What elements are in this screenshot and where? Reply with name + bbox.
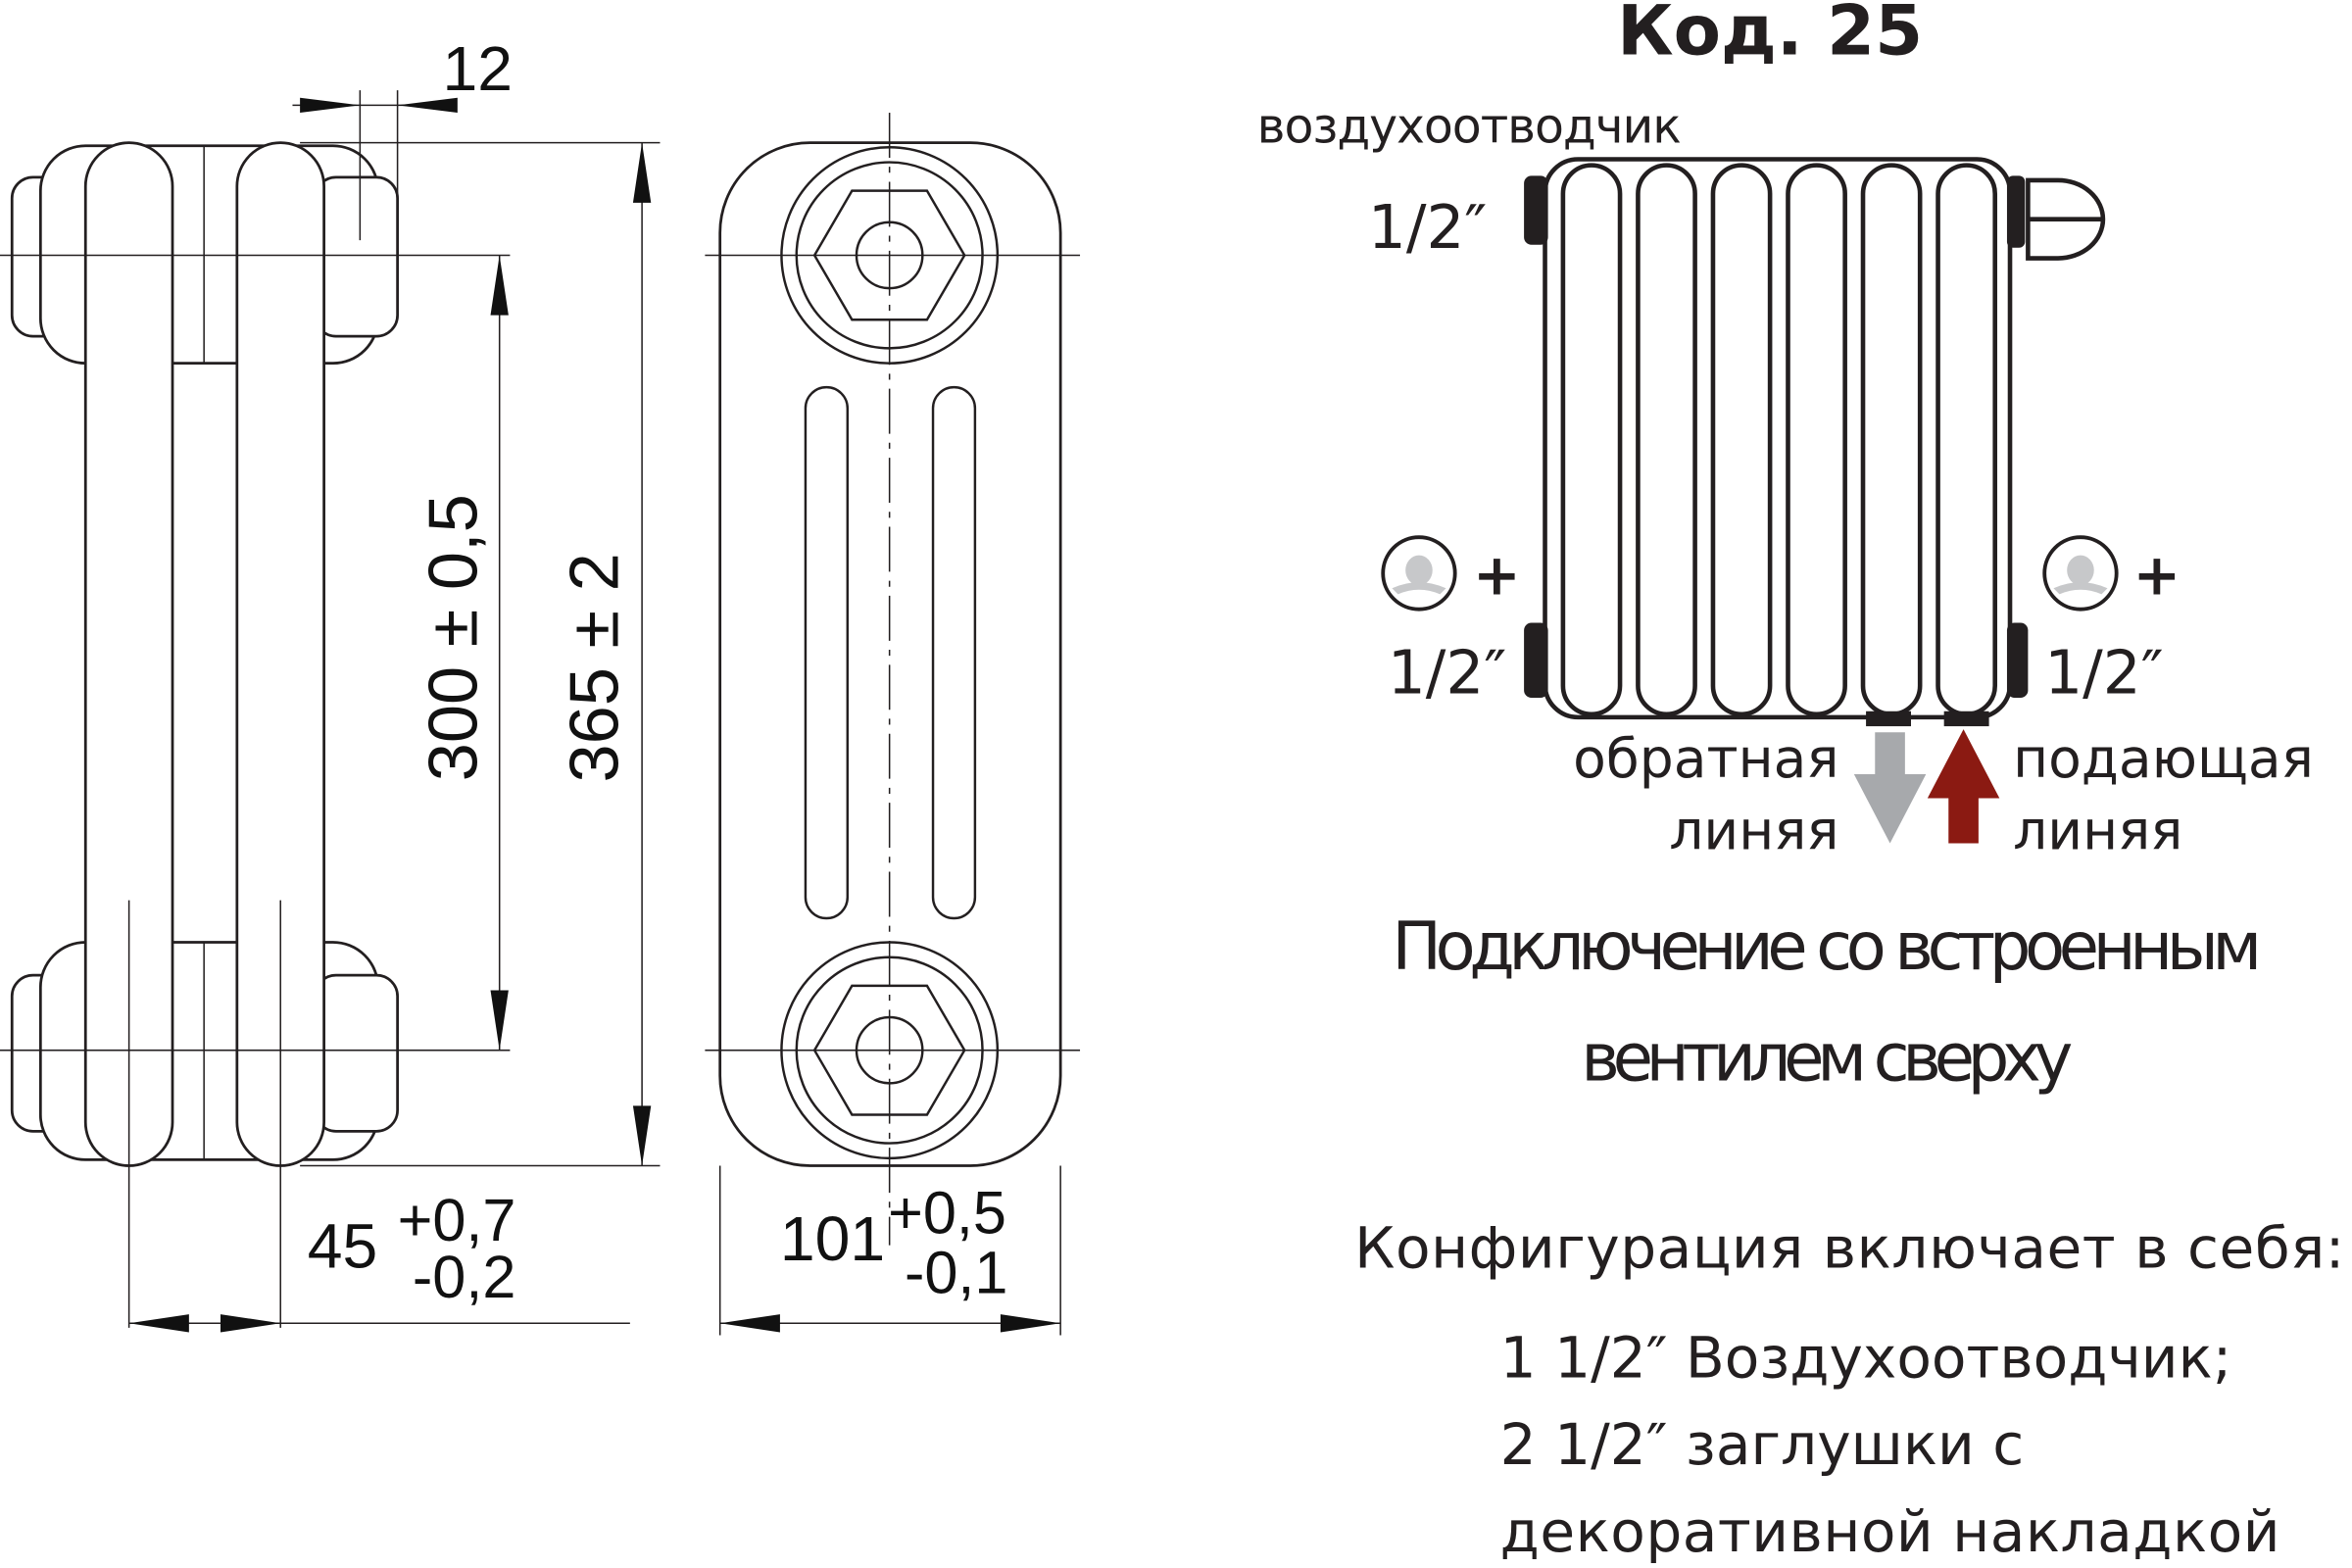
front-view: 101 +0,5 -0,1 [705,113,1081,1336]
return-line-label-1: обратная [1573,727,1838,790]
return-arrow-icon [1853,732,1927,844]
dim-depth-base: 101 [780,1203,885,1274]
config-item-2: 2 1/2″ заглушки с [1500,1411,2025,1478]
side-view: 12 300 ± 0,5 365 ± 2 45 +0,7 -0,2 [0,33,661,1333]
thread-bottom-left: 1/2″ [1388,638,1506,708]
supply-arrow-icon [1927,729,2000,844]
air-vent-label: воздухоотводчик [1257,99,1682,155]
dim-width-tol-minus: -0,2 [413,1244,515,1310]
radiator-columns [1560,163,1998,717]
return-line-label-2: линяя [1669,800,1838,862]
plug-icon-left [1381,535,1457,612]
dim-width-tol-plus: +0,7 [398,1187,516,1253]
config-item-1: 1 1/2″ Воздухоотводчик; [1500,1324,2232,1391]
plug-icon-right [2042,535,2119,612]
dim-center-label: 300 ± 0,5 [415,494,492,781]
plus-right: + [2133,541,2181,608]
radiator-icon [1524,157,2106,727]
dim-width-base: 45 [308,1211,377,1282]
caption-line-2: вентилем сверху [1581,1018,2073,1096]
thread-bottom-right: 1/2″ [2044,638,2163,708]
thread-top-left: 1/2″ [1368,193,1487,263]
connection-diagram: Код. 25 воздухоотводчик 1/2″ 1/2″ 1/ [1257,0,2345,1565]
caption-line-1: Подключение со встроенным [1392,907,2262,985]
dim-gap-label: 12 [443,33,513,104]
config-heading: Конфигурация включает в себя: [1354,1215,2344,1282]
supply-line-label-2: линяя [2013,800,2182,862]
connection-title: Код. 25 [1617,0,1923,71]
plus-left: + [1473,541,1521,608]
config-item-3: декоративной накладкой [1500,1498,2280,1565]
supply-line-label-1: подающая [2013,727,2314,790]
dim-depth-tol-minus: -0,1 [905,1240,1008,1306]
dim-depth-tol-plus: +0,5 [888,1179,1006,1246]
dim-height-label: 365 ± 2 [556,553,633,782]
